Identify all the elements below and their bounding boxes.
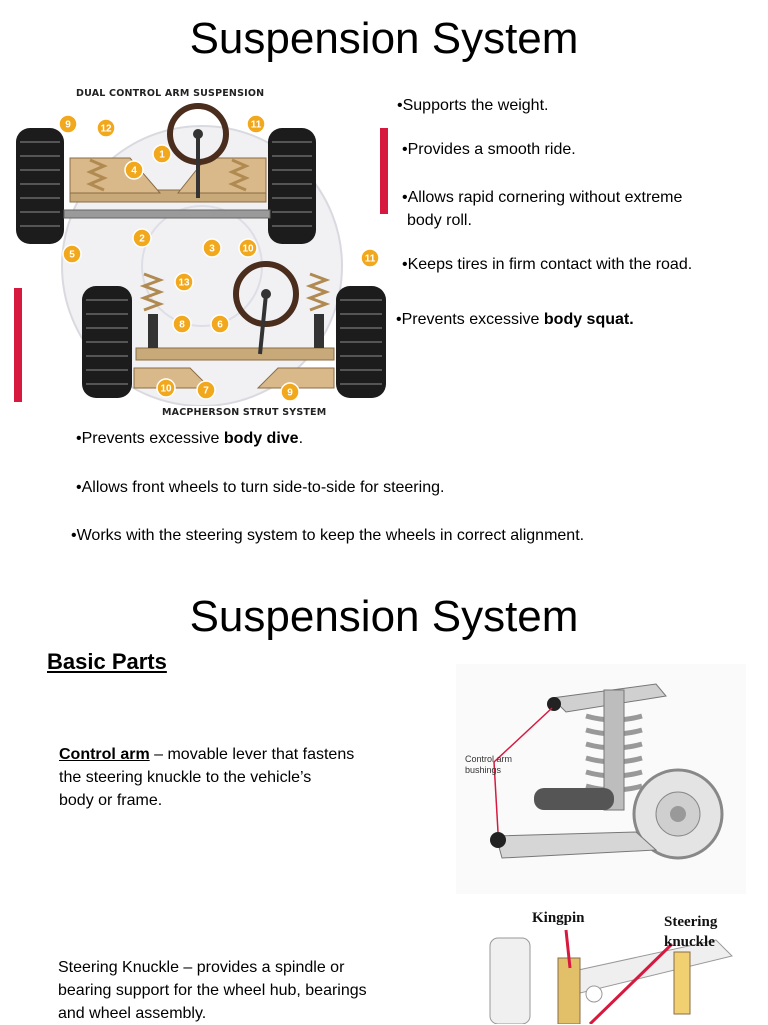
bottom-callout-badge [280, 382, 300, 402]
bullet-smooth-ride: •Provides a smooth ride. [402, 141, 576, 158]
bullet-front-wheels-turn: •Allows front wheels to turn side-to-sid… [76, 479, 445, 496]
bottom-callout-badge [360, 248, 380, 268]
top-callout-badge [62, 244, 82, 264]
bottom-callout-badge [196, 380, 216, 400]
basic-parts-heading: Basic Parts [47, 649, 167, 674]
bullet-body-dive-bold: body dive [223, 430, 299, 447]
control-arm-description: Control arm – movable lever that fastens… [59, 743, 439, 812]
steering-knuckle-line3: and wheel assembly. [58, 1005, 207, 1022]
bushings-label-line2: bushings [465, 765, 502, 775]
bottom-right-tire [336, 286, 386, 398]
control-arm-line1: – movable lever that fastens [149, 746, 355, 763]
bullet-body-squat-text: •Prevents excessive [396, 311, 544, 328]
bullet-cornering: •Allows rapid cornering without extreme … [402, 186, 682, 232]
bottom-callout-number: 7 [203, 386, 209, 397]
bullet-body-squat: •Prevents excessive body squat. [396, 308, 634, 331]
bottom-callout-number: 8 [179, 320, 185, 331]
bullet-cornering-line1: •Allows rapid cornering without extreme [402, 189, 683, 206]
slide1-title: Suspension System [189, 14, 579, 63]
steering-knuckle-description: Steering Knuckle – provides a spindle or… [58, 956, 458, 1025]
bottom-callout-number: 6 [217, 320, 223, 331]
bullet-body-squat-bold: body squat. [543, 311, 634, 328]
bullet-body-dive: •Prevents excessive body dive. [76, 427, 303, 450]
kingpin-label: Kingpin [532, 910, 585, 926]
slide2-title: Suspension System [189, 592, 579, 641]
bullet-cornering-line2: body roll. [407, 212, 472, 229]
bullet-tire-contact: •Keeps tires in firm contact with the ro… [402, 256, 693, 273]
bullet-body-dive-text: •Prevents excessive [76, 430, 224, 447]
diagram-artwork [14, 103, 388, 406]
bottom-callout-number: 11 [365, 254, 376, 265]
control-arm-bushings-label: Control arm bushings [465, 754, 512, 776]
bullet-alignment: •Works with the steering system to keep … [71, 527, 585, 544]
control-arm-artwork [456, 664, 746, 894]
bottom-callout-badge [172, 314, 192, 334]
steering-knuckle-line2: bearing support for the wheel hub, beari… [58, 982, 367, 999]
top-callout-number: 2 [139, 234, 145, 245]
top-callout-badge [152, 144, 172, 164]
steering-knuckle-label: Steering knuckle [664, 912, 717, 952]
bottom-callout-badge [174, 272, 194, 292]
top-callout-badge [202, 238, 222, 258]
control-arm-image: Control arm bushings [456, 664, 746, 894]
bottom-callout-number: 13 [178, 278, 190, 289]
top-callout-number: 1 [159, 150, 165, 161]
diagram-bottom-label: MACPHERSON STRUT SYSTEM [162, 407, 327, 418]
kingpin-artwork [486, 904, 748, 1024]
bullet-body-dive-after: . [298, 430, 304, 447]
top-left-tire [16, 128, 64, 244]
steering-knuckle-line1: Steering Knuckle – provides a spindle or [58, 959, 345, 976]
bottom-callout-number: 10 [160, 384, 172, 395]
control-arm-line3: body or frame. [59, 792, 163, 809]
bottom-callout-number: 9 [287, 388, 293, 399]
diagram-top-label: DUAL CONTROL ARM SUSPENSION [76, 88, 265, 99]
suspension-diagram: DUAL CONTROL ARM SUSPENSION MACPHERSON S… [10, 84, 390, 420]
bushings-label-line1: Control arm [465, 754, 513, 764]
top-right-tire [268, 128, 316, 244]
control-arm-line2: the steering knuckle to the vehicle’s [59, 769, 312, 786]
top-callout-number: 11 [251, 120, 262, 131]
bullet-supports-weight: •Supports the weight. [397, 97, 549, 114]
bottom-callout-badge [156, 378, 176, 398]
top-callout-number: 9 [65, 120, 71, 131]
top-callout-badge [132, 228, 152, 248]
top-callout-number: 12 [100, 124, 112, 135]
top-callout-badge [246, 114, 266, 134]
accent-bar-right [380, 128, 388, 214]
top-callout-badge [238, 238, 258, 258]
top-callout-number: 3 [209, 244, 215, 255]
top-callout-badge [58, 114, 78, 134]
top-callout-badge [96, 118, 116, 138]
bottom-callout-badge [210, 314, 230, 334]
accent-bar-left [14, 288, 22, 402]
knuckle-label-line2: knuckle [664, 934, 715, 950]
top-callout-badge [124, 160, 144, 180]
control-arm-term: Control arm [59, 746, 150, 763]
steering-knuckle-image: Kingpin Steering knuckle [486, 904, 748, 1024]
top-callout-number: 10 [242, 244, 254, 255]
bottom-left-tire [82, 286, 132, 398]
top-callout-number: 4 [131, 166, 137, 177]
knuckle-label-line1: Steering [664, 914, 718, 930]
top-callout-number: 5 [69, 250, 75, 261]
